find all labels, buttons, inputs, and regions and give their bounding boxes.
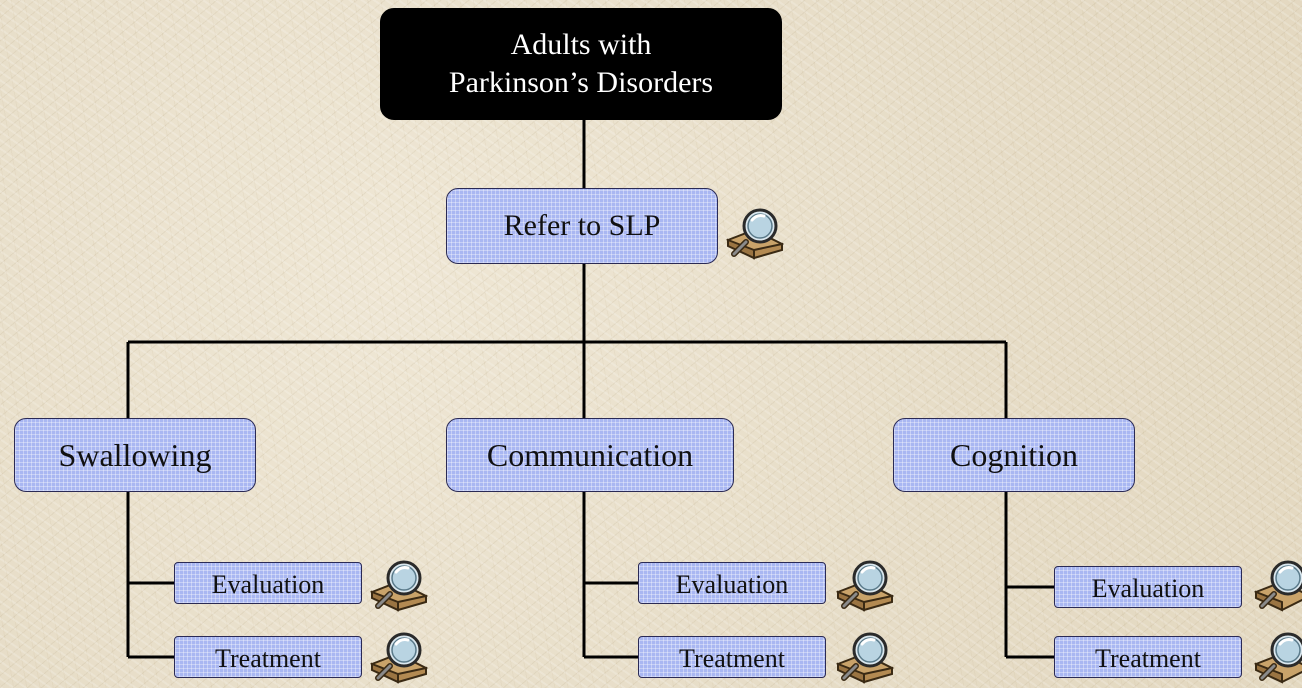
root-node-line2: Parkinson’s Disorders: [448, 66, 714, 99]
cognition-treatment-node[interactable]: Treatment: [1054, 636, 1242, 678]
cognition-label: Cognition: [949, 436, 1078, 473]
root-node: Adults with Parkinson’s Disorders: [380, 8, 782, 120]
communication-treatment-node[interactable]: Treatment: [638, 636, 826, 678]
cognition-evaluation-label: Evaluation: [1091, 574, 1205, 603]
refer-to-slp-label: Refer to SLP: [503, 209, 661, 242]
swallowing-treatment-label: Treatment: [215, 644, 321, 673]
swallowing-node[interactable]: Swallowing: [14, 418, 256, 492]
swallowing-treatment-magnifier-icon[interactable]: [368, 628, 432, 688]
communication-node[interactable]: Communication: [446, 418, 734, 492]
swallowing-evaluation-label: Evaluation: [211, 570, 325, 599]
cognition-evaluation-magnifier-icon[interactable]: [1252, 556, 1302, 616]
communication-label: Communication: [486, 436, 694, 473]
refer-to-slp-node[interactable]: Refer to SLP: [446, 188, 718, 264]
root-node-line1: Adults with: [510, 28, 652, 61]
communication-evaluation-magnifier-icon[interactable]: [834, 556, 898, 616]
cognition-treatment-label: Treatment: [1095, 644, 1201, 673]
swallowing-evaluation-node[interactable]: Evaluation: [174, 562, 362, 604]
swallowing-evaluation-magnifier-icon[interactable]: [368, 556, 432, 616]
communication-treatment-magnifier-icon[interactable]: [834, 628, 898, 688]
cognition-evaluation-node[interactable]: Evaluation: [1054, 566, 1242, 608]
cognition-node[interactable]: Cognition: [893, 418, 1135, 492]
swallowing-label: Swallowing: [58, 436, 212, 473]
refer-magnifier-icon[interactable]: [724, 204, 788, 264]
communication-evaluation-label: Evaluation: [675, 570, 789, 599]
communication-evaluation-node[interactable]: Evaluation: [638, 562, 826, 604]
cognition-treatment-magnifier-icon[interactable]: [1252, 628, 1302, 688]
communication-treatment-label: Treatment: [679, 644, 785, 673]
swallowing-treatment-node[interactable]: Treatment: [174, 636, 362, 678]
